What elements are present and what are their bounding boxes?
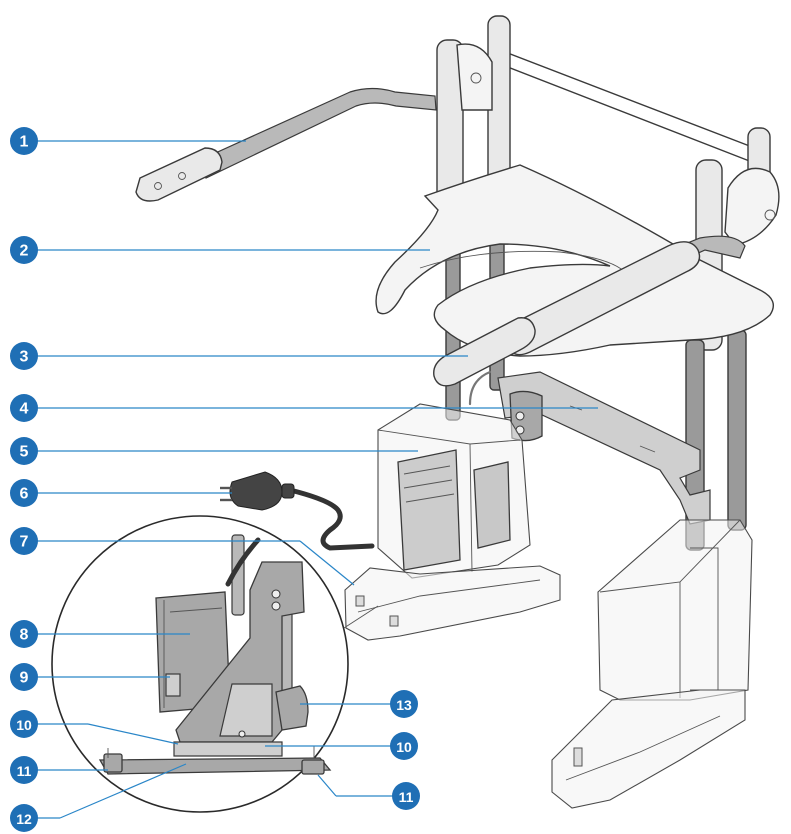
leader-lines [36, 140, 598, 819]
callout-10-right: 10 [390, 732, 418, 760]
callout-13-label: 13 [396, 697, 412, 713]
right-foot-base [551, 689, 746, 809]
handle-bar-3 [433, 235, 746, 387]
top-left-bracket [456, 43, 493, 111]
callout-6-label: 6 [20, 486, 29, 503]
top-right-joint [724, 167, 780, 246]
callout-1: 1 [10, 127, 38, 155]
callout-8-label: 8 [20, 627, 29, 644]
callout-11-right: 11 [392, 782, 420, 810]
callout-5-label: 5 [20, 444, 29, 461]
control-board [397, 449, 461, 571]
power-cable [287, 487, 375, 551]
callout-11-left: 11 [10, 756, 38, 784]
callout-2-label: 2 [20, 243, 29, 260]
callout-12: 12 [10, 804, 38, 832]
left-foot-base [344, 565, 561, 641]
callout-3-label: 3 [20, 349, 29, 366]
detail-inset [51, 515, 379, 813]
inset-battery [275, 685, 309, 731]
callout-3: 3 [10, 342, 38, 370]
callout-4: 4 [10, 394, 38, 422]
callout-11-left-label: 11 [17, 763, 32, 779]
callout-4-label: 4 [20, 401, 29, 418]
callout-7-label: 7 [20, 534, 29, 551]
callout-11-right-label: 11 [399, 789, 414, 805]
callout-1-label: 1 [20, 134, 29, 151]
callout-10-left: 10 [10, 710, 38, 738]
callout-9: 9 [10, 663, 38, 691]
lift-device-illustration [135, 15, 780, 809]
top-rear-bar [504, 51, 761, 163]
callout-8: 8 [10, 620, 38, 648]
callout-2: 2 [10, 236, 38, 264]
callout-5: 5 [10, 437, 38, 465]
callout-10-left-label: 10 [16, 717, 32, 733]
callout-6: 6 [10, 479, 38, 507]
callout-13: 13 [390, 690, 418, 718]
right-leg-housing [597, 519, 753, 701]
chest-support-plate [375, 164, 774, 357]
inset-connector-ports [165, 673, 181, 697]
callout-12-label: 12 [16, 811, 32, 827]
handle-bar-1 [135, 87, 437, 202]
callout-7: 7 [10, 527, 38, 555]
callout-9-label: 9 [20, 670, 29, 687]
callout-10-right-label: 10 [396, 739, 412, 755]
frame-bracket [497, 371, 711, 525]
power-plug [220, 471, 295, 511]
right-rear-rod [727, 329, 747, 531]
